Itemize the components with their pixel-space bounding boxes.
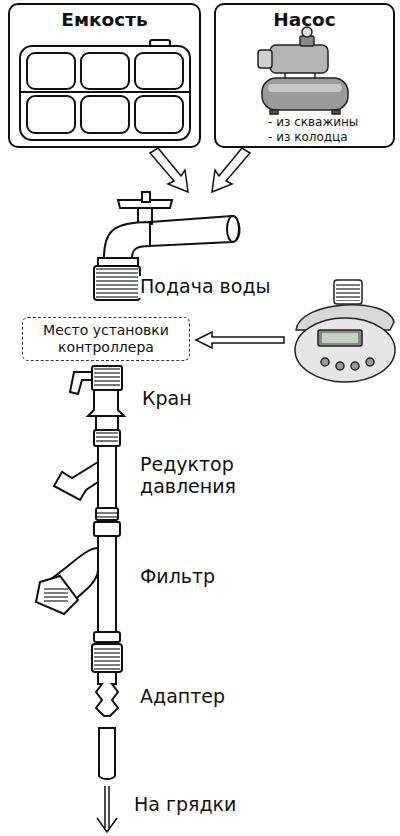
source-box: Емкость [8,3,201,148]
controller-drawing [295,280,395,382]
part-label: На грядки [132,794,276,816]
box-title: Емкость [10,9,199,31]
source-box: Насос - из скважины- из колодца [214,3,395,148]
box-note: - из колодца [268,130,348,144]
box-title: Насос [216,9,393,31]
flow-arrow [150,148,250,192]
install-arrow [196,332,284,348]
pump-drawing [258,27,348,114]
install-box: Место установки контроллера [22,317,190,361]
part-label: Редуктор давления [138,454,262,498]
box-note: - из скважины [268,115,358,129]
outflow-arrow [97,786,117,832]
part-label: Фильтр [138,566,262,588]
part-label: Подача воды [138,276,292,298]
box-text: Место установки контроллера [28,322,184,356]
pipeline-drawing [36,366,124,779]
tank-drawing [20,40,190,140]
part-label: Кран [140,388,264,410]
part-label: Адаптер [138,686,262,708]
